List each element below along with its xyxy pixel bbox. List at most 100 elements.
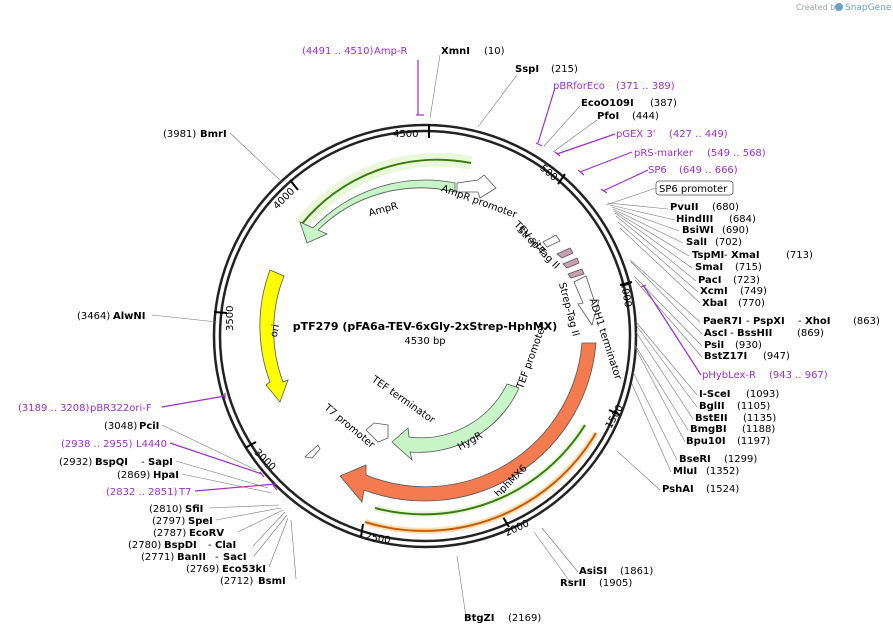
tef-terminator-label: TEF terminator [369, 374, 438, 427]
site-bsmi-pos: (2712) [220, 576, 253, 587]
ampr-label: AmpR [368, 201, 400, 219]
site-sfii: SfiI [185, 504, 203, 515]
site-paci: PacI [698, 275, 721, 286]
site-bmri: BmrI [200, 129, 227, 140]
site-sfii-pos: (2810) [149, 504, 182, 515]
tick-2000: 2000 [503, 518, 531, 539]
svg-text:-: - [730, 328, 734, 339]
site-bseri: BseRI [679, 454, 711, 465]
ori-label: ori [269, 323, 282, 338]
brand-text: SnapGene [845, 3, 892, 13]
site-asci: AscI [704, 328, 727, 339]
site-eco53ki: Eco53kI [222, 564, 266, 575]
site-pcii-pos: (3048) [104, 421, 137, 432]
site-bmgbi: BmgBI [690, 424, 727, 435]
plasmid-length: 4530 bp [404, 336, 445, 347]
svg-text:-: - [746, 316, 750, 327]
primer-pbr322ori-f-range: (3189 .. 3208) [18, 403, 90, 414]
site-pshai-pos: (1524) [706, 484, 739, 495]
primer-amp-r: Amp-R [374, 46, 408, 57]
site-sali: SalI [686, 237, 707, 248]
leader-lines [151, 54, 703, 618]
site-ecoo109i-pos: (387) [650, 98, 677, 109]
site-sspi-pos: (215) [551, 64, 578, 75]
site-bsmi: BsmI [258, 576, 286, 587]
primer-pbr322ori-f: pBR322ori-F [90, 403, 152, 414]
site-asisi-pos: (1861) [620, 566, 653, 577]
site-bmgbi-pos: (1188) [742, 424, 775, 435]
primer-pbrforeco-range: (371 .. 389) [616, 81, 675, 92]
site-pvuii-pos: (680) [712, 202, 739, 213]
site-labels: XmnI (10) SspI (215) EcoO109I (387) PfoI… [59, 46, 880, 624]
tick-4000: 4000 [272, 186, 298, 212]
plasmid-name: pTF279 (pFA6a-TEV-6xGly-2xStrep-HphMX) [293, 320, 558, 333]
site-saci: SacI [223, 552, 247, 563]
site-bglii: BglII [699, 401, 725, 412]
primer-t7-range: (2832 .. 2851) [106, 487, 178, 498]
site-pfoi: PfoI [597, 111, 619, 122]
site-bspdi: BspDI [164, 540, 197, 551]
site-hpai: HpaI [153, 470, 179, 481]
feature-ampr: AmpR [295, 152, 473, 244]
t7-promoter-label: T7 promoter [321, 402, 377, 452]
site-spei-pos: (2797) [152, 516, 185, 527]
backbone [212, 123, 638, 549]
site-clai: ClaI [215, 540, 236, 551]
svg-text:-: - [724, 250, 728, 261]
primer-markers [161, 60, 702, 492]
site-eco53ki-pos: (2769) [186, 564, 219, 575]
site-xmai: XmaI [731, 250, 760, 261]
site-bpu10i: Bpu10I [686, 436, 726, 447]
tick-2500: 2500 [364, 531, 391, 546]
feature-tef-terminator: TEF terminator [365, 374, 438, 443]
svg-text:-: - [215, 552, 219, 563]
site-paer7i: PaeR7I [703, 316, 742, 327]
primer-phyblex-r-range: (943 .. 967) [769, 370, 828, 381]
snapgene-logo-icon [835, 3, 843, 11]
svg-text:-: - [141, 457, 145, 468]
primer-prs-marker-range: (549 .. 568) [707, 148, 766, 159]
site-ecoo109i: EcoO109I [581, 98, 634, 109]
primer-l4440: L4440 [136, 439, 167, 450]
credit-text: Created by [796, 3, 840, 12]
primer-phyblex-r: pHybLex-R [702, 370, 756, 381]
site-mlui-pos: (1352) [706, 466, 739, 477]
site-bspqi-pos: (2932) [59, 457, 92, 468]
primer-l4440-range: (2938 .. 2955) [61, 439, 133, 450]
site-rsrii-pos: (1905) [599, 578, 632, 589]
site-btgzi-pos: (2169) [508, 613, 541, 624]
primer-pgex3: pGEX 3' [616, 129, 656, 140]
site-asisi: AsiSI [579, 566, 607, 577]
site-bsiwi: BsiWI [682, 225, 714, 236]
site-xbai-pos: (770) [738, 298, 765, 309]
feature-ampr-promoter: AmpR promoter [440, 174, 519, 221]
site-pfoi-pos: (444) [632, 111, 659, 122]
site-bseri-pos: (1299) [724, 454, 757, 465]
site-paer7i-pos: (863) [853, 316, 880, 327]
site-spei: SpeI [188, 516, 213, 527]
site-btgzi: BtgZI [464, 613, 495, 624]
primer-labels: (4491 .. 4510) Amp-R pBRforEco (371 .. 3… [18, 46, 828, 498]
site-bglii-pos: (1105) [737, 401, 770, 412]
site-asci-pos: (869) [797, 328, 824, 339]
site-psii: PsiI [704, 340, 724, 351]
site-xhoi: XhoI [805, 316, 830, 327]
site-tspmi: TspMI [692, 250, 724, 261]
site-sspi: SspI [515, 64, 539, 75]
site-xcmi: XcmI [700, 286, 728, 297]
site-bstz17i-pos: (947) [763, 351, 790, 362]
svg-text:-: - [208, 540, 212, 551]
site-bsteii: BstEII [695, 413, 728, 424]
primer-t7: T7 [178, 487, 191, 498]
site-bsteii-pos: (1135) [743, 413, 776, 424]
site-i-scei: I-SceI [699, 389, 731, 400]
primer-pbrforeco: pBRforEco [553, 81, 605, 92]
site-mlui: MluI [673, 466, 697, 477]
site-psii-pos: (930) [735, 340, 762, 351]
site-xmni-pos: (10) [484, 46, 505, 57]
site-bspqi: BspQI [95, 457, 128, 468]
site-alwni: AlwNI [113, 311, 146, 322]
dash-separators: - - - - - - - [141, 250, 802, 563]
site-banii-pos: (2771) [141, 552, 174, 563]
